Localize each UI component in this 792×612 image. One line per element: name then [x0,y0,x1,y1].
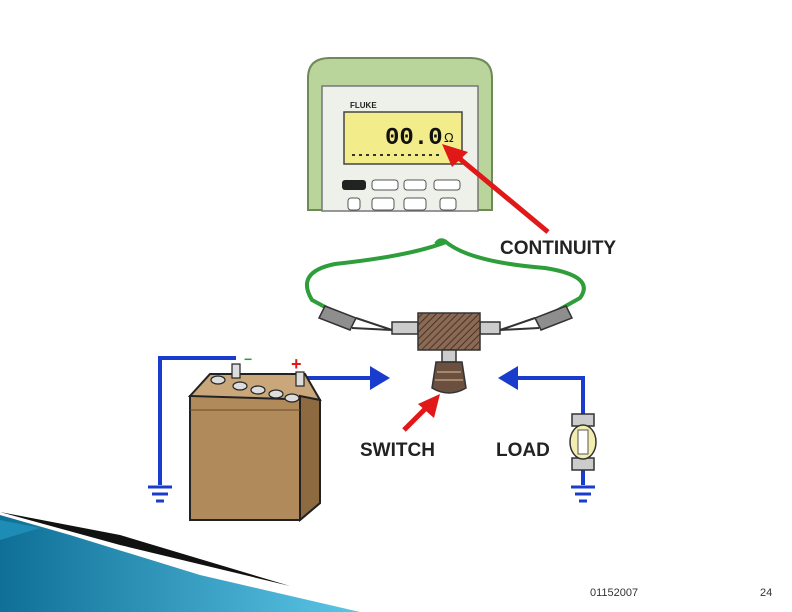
footer-swoosh [0,512,360,612]
continuity-label: CONTINUITY [500,238,616,259]
meter-brand: FLUKE [350,101,377,110]
page-number: 24 [760,587,773,599]
meter-unit: Ω [444,130,454,145]
switch [391,312,501,394]
meter-button-4[interactable] [433,179,461,191]
test-leads [305,238,586,316]
switch-arrow [402,394,440,432]
probe-right [499,305,574,331]
wire-arrow-right [498,366,518,390]
battery-negative-mark: − [244,351,252,367]
continuity-arrow [442,144,550,234]
meter-button-5[interactable] [347,197,361,211]
battery-positive-mark: + [291,354,302,374]
load-lamp [569,413,597,471]
probe-left [317,305,393,331]
load-wiring [516,376,585,485]
footer-code: 01152007 [590,587,639,599]
multimeter: FLUKE 00.0 Ω [307,57,493,212]
meter-button-2[interactable] [371,179,399,191]
meter-button-1[interactable] [342,180,366,190]
meter-button-7[interactable] [403,197,427,211]
wire-arrow-left [370,366,390,390]
switch-label: SWITCH [360,440,435,461]
meter-reading: 00.0 [385,125,443,152]
meter-button-3[interactable] [403,179,427,191]
load-label: LOAD [496,440,550,461]
ground-right [571,485,595,503]
ground-left [148,485,172,503]
battery [187,363,322,523]
meter-button-6[interactable] [371,197,395,211]
meter-button-8[interactable] [439,197,457,211]
